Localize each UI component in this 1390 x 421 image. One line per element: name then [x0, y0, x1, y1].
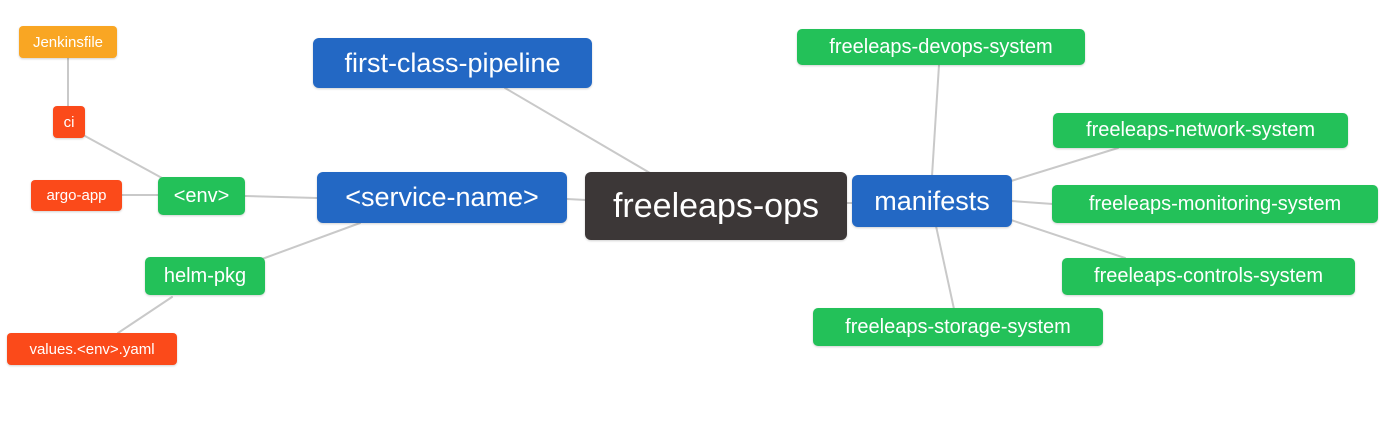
edge-manifests-controls — [1010, 219, 1126, 259]
node-env[interactable]: <env> — [158, 177, 245, 215]
edge-ci-env — [84, 135, 163, 179]
node-argo-app[interactable]: argo-app — [31, 180, 122, 211]
node-ci[interactable]: ci — [53, 106, 85, 138]
node-freeleaps-controls-system[interactable]: freeleaps-controls-system — [1062, 258, 1355, 295]
edge-manifests-devops — [931, 64, 940, 177]
edge-servicename-ops — [566, 198, 587, 201]
node-values-env-yaml[interactable]: values.<env>.yaml — [7, 333, 177, 365]
node-helm-pkg[interactable]: helm-pkg — [145, 257, 265, 295]
edge-pipeline-ops — [504, 87, 651, 174]
node-manifests[interactable]: manifests — [852, 175, 1012, 227]
edge-manifests-monitoring — [1010, 200, 1054, 205]
node-freeleaps-storage-system[interactable]: freeleaps-storage-system — [813, 308, 1103, 346]
node-service-name[interactable]: <service-name> — [317, 172, 567, 223]
edge-valuesyaml-helmpkg — [117, 296, 173, 334]
edge-helmpkg-servicename — [261, 222, 361, 260]
node-freeleaps-devops-system[interactable]: freeleaps-devops-system — [797, 29, 1085, 65]
edge-manifests-storage — [935, 225, 955, 310]
edge-manifests-network — [1010, 147, 1119, 182]
node-freeleaps-monitoring-system[interactable]: freeleaps-monitoring-system — [1052, 185, 1378, 223]
edge-env-servicename — [244, 195, 318, 199]
node-freeleaps-network-system[interactable]: freeleaps-network-system — [1053, 113, 1348, 148]
node-jenkinsfile[interactable]: Jenkinsfile — [19, 26, 117, 58]
node-first-class-pipeline[interactable]: first-class-pipeline — [313, 38, 592, 88]
node-freeleaps-ops[interactable]: freeleaps-ops — [585, 172, 847, 240]
